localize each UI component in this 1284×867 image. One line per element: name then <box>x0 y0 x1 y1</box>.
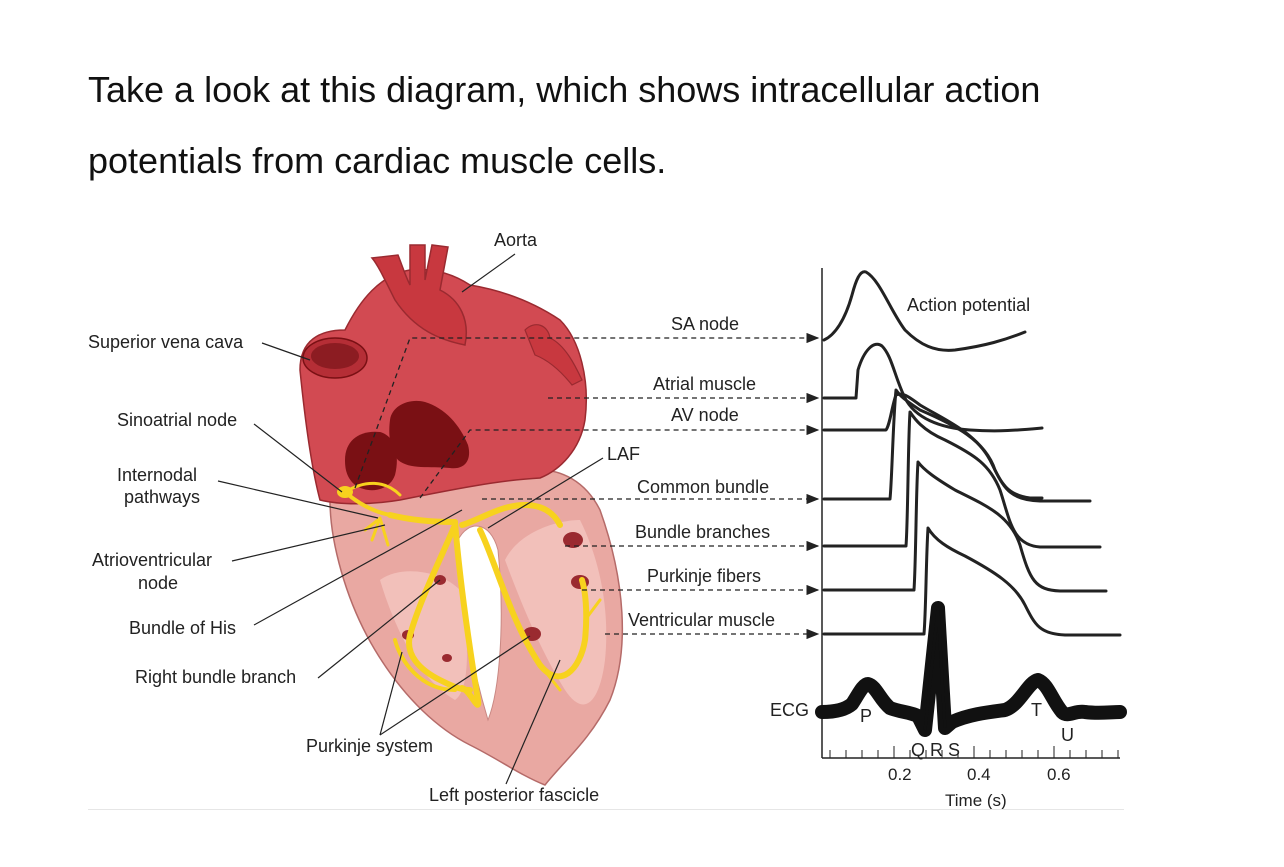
label-purkinje-fibers: Purkinje fibers <box>647 566 761 586</box>
time-axis <box>822 746 1120 758</box>
papillary-muscle <box>442 654 452 662</box>
label-ecg: ECG <box>770 700 809 720</box>
label-internodal-2: pathways <box>124 487 200 507</box>
label-bundle-of-his: Bundle of His <box>129 618 236 638</box>
right-atrium-opening <box>345 432 397 490</box>
ecg-wave-u: U <box>1061 725 1074 745</box>
trace-atrial-muscle <box>824 344 1042 431</box>
label-superior-vena-cava: Superior vena cava <box>88 332 244 352</box>
x-tick-0.4: 0.4 <box>967 765 991 784</box>
label-sa-node: SA node <box>671 314 739 334</box>
label-internodal-1: Internodal <box>117 465 197 485</box>
label-aorta: Aorta <box>494 230 538 250</box>
trace-purkinje-fibers <box>824 462 1106 591</box>
x-tick-0.2: 0.2 <box>888 765 912 784</box>
trace-ventricular-muscle <box>824 528 1120 635</box>
label-right-bundle-branch: Right bundle branch <box>135 667 296 687</box>
bottom-divider <box>88 809 1124 810</box>
label-av-node-trace: AV node <box>671 405 739 425</box>
label-action-potential: Action potential <box>907 295 1030 315</box>
label-av-node-1: Atrioventricular <box>92 550 212 570</box>
heart-illustration <box>300 245 622 785</box>
ecg-wave-p: P <box>860 706 872 726</box>
ecg-wave-qrs: Q R S <box>911 740 960 760</box>
label-purkinje-system: Purkinje system <box>306 736 433 756</box>
label-sinoatrial-node: Sinoatrial node <box>117 410 237 430</box>
label-laf: LAF <box>607 444 640 464</box>
label-ventricular-muscle: Ventricular muscle <box>628 610 775 630</box>
label-common-bundle: Common bundle <box>637 477 769 497</box>
label-av-node-2: node <box>138 573 178 593</box>
action-potential-panel: Action potential ECG P T U Q R S 0.2 0.4… <box>770 268 1120 810</box>
label-bundle-branches: Bundle branches <box>635 522 770 542</box>
label-atrial-muscle: Atrial muscle <box>653 374 756 394</box>
x-axis-title: Time (s) <box>945 791 1007 810</box>
trace-av-node <box>824 394 1042 498</box>
label-left-posterior-fascicle: Left posterior fascicle <box>429 785 599 805</box>
x-tick-0.6: 0.6 <box>1047 765 1071 784</box>
ecg-wave-t: T <box>1031 700 1042 720</box>
